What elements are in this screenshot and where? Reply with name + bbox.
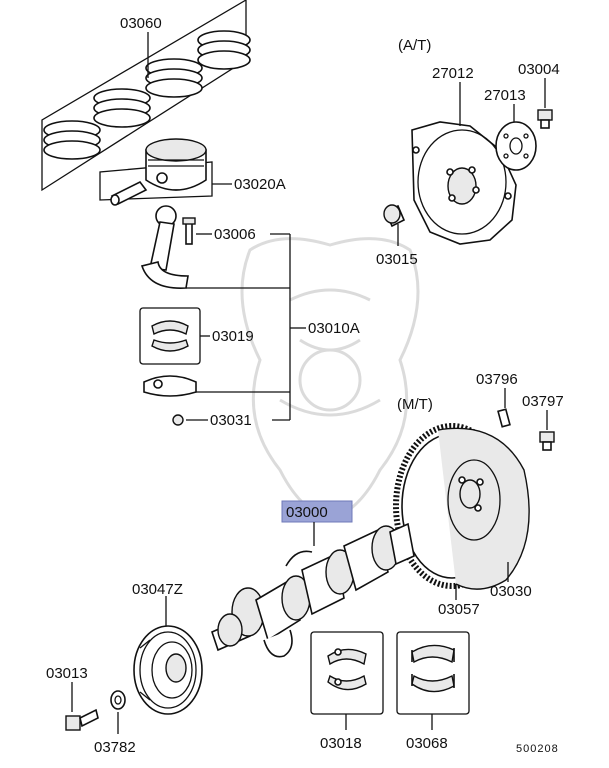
connecting-rod-icon [140,205,189,289]
ring-set-1 [43,120,101,160]
pulley-bolt-icon [65,708,99,731]
crankshaft-icon [211,522,415,658]
part-label-03018[interactable]: 03018 [320,735,362,752]
group-label-at: (A/T) [398,37,431,54]
flywheel-bolt-icon [539,431,555,451]
part-label-03068[interactable]: 03068 [406,735,448,752]
part-label-03796[interactable]: 03796 [476,371,518,388]
part-label-03020A[interactable]: 03020A [234,176,286,193]
drive-plate-bolt-group[interactable]: 03004 [518,61,560,129]
washer-group[interactable]: 03782 [94,690,136,756]
part-label-03797[interactable]: 03797 [522,393,564,410]
pulley-bolt-group[interactable]: 03013 [46,665,99,731]
diagram-id: 500208 [516,743,559,755]
highlight-box [281,500,353,523]
part-label-03047Z[interactable]: 03047Z [132,581,183,598]
watermark-emblem [240,237,420,522]
part-label-03057[interactable]: 03057 [438,601,480,618]
part-label-03031[interactable]: 03031 [210,412,252,429]
ring-set-3 [145,58,203,98]
piston-rings-group[interactable]: 03060 [41,0,251,192]
adapter-plate-icon [495,121,537,171]
bolt-icon [537,109,553,129]
part-label-03782[interactable]: 03782 [94,739,136,756]
part-label-03004[interactable]: 03004 [518,61,560,78]
bushing-group[interactable]: 03015 [376,204,418,268]
drive-plate-icon [411,121,517,245]
thrust-bearing-group[interactable]: 03068 [396,631,470,752]
group-label-mt: (M/T) [397,396,433,413]
rod-cap-group[interactable]: 03031 [143,375,252,429]
piston-icon [145,138,207,191]
part-label-03030[interactable]: 03030 [490,583,532,600]
flywheel-group[interactable]: 03057 03030 [393,423,532,618]
main-bearing-group[interactable]: 03018 [310,631,384,752]
bushing-icon [383,204,406,228]
rod-nut-icon [172,414,184,426]
part-label-03006[interactable]: 03006 [214,226,256,243]
connecting-rod-group[interactable]: 03006 [140,205,290,289]
dowel-pin-icon [497,408,511,428]
piston-pin-icon [110,180,148,206]
main-bearing-icon [327,648,367,691]
dowel-pin-group[interactable]: 03796 [476,371,518,428]
crankshaft-group[interactable]: 03000 [211,500,415,658]
rod-cap-icon [143,375,197,397]
connecting-rod-assy-bracket: 03010A [186,234,360,421]
part-label-03019[interactable]: 03019 [212,328,254,345]
part-label-27013[interactable]: 27013 [484,87,526,104]
rod-bearing-icon [151,320,189,352]
ring-set-2 [93,88,151,128]
part-label-27012[interactable]: 27012 [432,65,474,82]
part-label-03010A[interactable]: 03010A [308,320,360,337]
crank-pulley-icon [133,625,203,715]
drive-plate-adapter-group[interactable]: 27013 [484,87,537,171]
part-label-03000[interactable]: 03000 [286,504,328,521]
drive-plate-group[interactable]: 27012 [411,65,517,245]
rod-bearing-group[interactable]: 03019 [139,307,254,365]
rod-bolt-icon [182,217,196,245]
part-label-03015[interactable]: 03015 [376,251,418,268]
flywheel-icon [393,423,530,590]
piston-group[interactable]: 03020A [99,138,286,206]
part-label-03013[interactable]: 03013 [46,665,88,682]
thrust-bearing-icon [411,644,455,693]
flywheel-bolt-group[interactable]: 03797 [522,393,564,451]
washer-icon [110,690,126,710]
crank-pulley-group[interactable]: 03047Z [132,581,203,715]
part-label-03060[interactable]: 03060 [120,15,162,32]
ring-set-4 [197,30,251,70]
